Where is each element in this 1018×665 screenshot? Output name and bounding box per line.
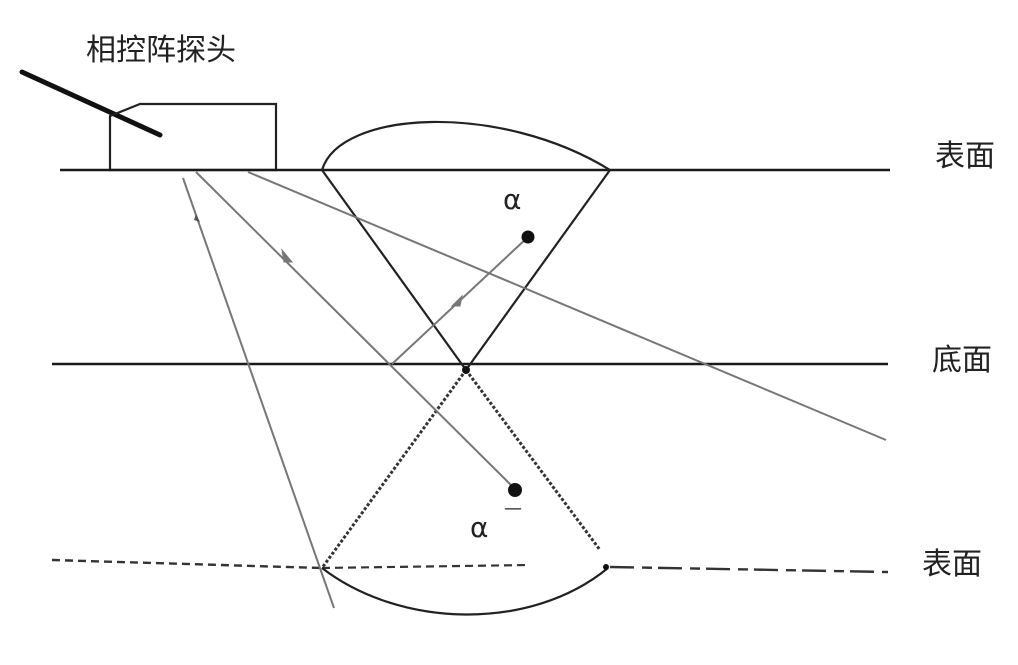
- alpha-image-mark: —: [504, 498, 522, 519]
- mirrored-groove-left: [320, 369, 468, 569]
- weld-cap-top: [320, 120, 611, 171]
- mirrored-surface-right: [609, 565, 889, 574]
- beam-ray-outer: [247, 171, 887, 441]
- beam-ray-steep: [182, 177, 335, 609]
- ray-arrow-reflected: [450, 294, 463, 307]
- alpha-real-label: α: [503, 183, 522, 216]
- reflector-point-real: [521, 230, 535, 244]
- probe-label: 相控阵探头: [86, 33, 236, 68]
- mirrored-surface-middle: [321, 563, 531, 570]
- mirrored-surface-label: 表面: [922, 547, 982, 582]
- weld-cap-mirrored: [321, 567, 609, 616]
- mirrored-edge-point: [603, 564, 609, 570]
- ray-arrow-steep: [194, 214, 200, 222]
- probe-wedge: [108, 102, 278, 172]
- ray-arrow-image: [281, 248, 294, 263]
- top-surface-label: 表面: [935, 139, 995, 174]
- mirrored-surface-left: [51, 558, 323, 570]
- weld-groove-left: [321, 169, 467, 371]
- alpha-image-label: α: [470, 511, 489, 544]
- bottom-surface-label: 底面: [932, 343, 992, 378]
- groove-root-point: [462, 366, 470, 374]
- reflector-point-image: [508, 483, 522, 497]
- beam-ray-to-image: [195, 171, 515, 489]
- probe-cable: [19, 69, 163, 138]
- mirrored-groove-right: [464, 369, 602, 551]
- weld-groove-right: [465, 169, 611, 371]
